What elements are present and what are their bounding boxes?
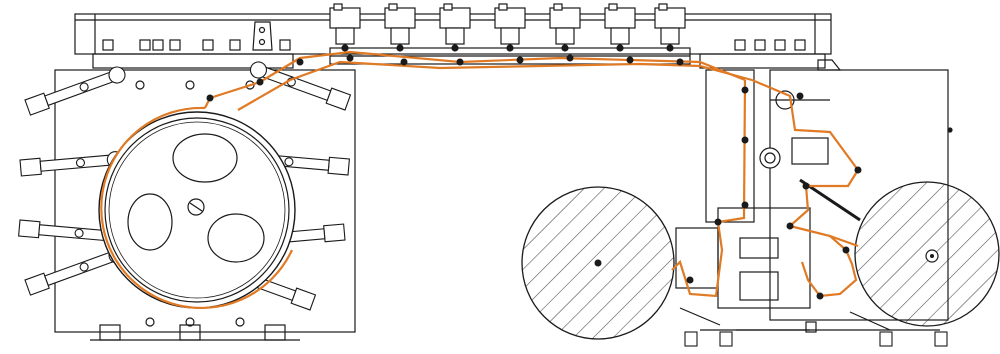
- rewind-reel: [854, 181, 1000, 327]
- drive-motors: [329, 3, 686, 52]
- drive-motor: [439, 3, 471, 52]
- print-station: [24, 66, 126, 116]
- drive-motor: [329, 3, 361, 52]
- web-path: [100, 50, 860, 309]
- web-rollers: [206, 54, 862, 300]
- rewind-cabinet: [679, 207, 891, 333]
- print-station: [249, 61, 352, 111]
- drive-motor: [604, 3, 636, 52]
- drive-motor: [654, 3, 686, 52]
- print-stations-left: [18, 66, 126, 296]
- drive-motor: [549, 3, 581, 52]
- print-unit-frame: [54, 69, 356, 341]
- unwind-reel: [521, 186, 675, 340]
- drive-motor: [494, 3, 526, 52]
- machine-feet: [684, 331, 948, 347]
- central-impression-drum: [98, 111, 296, 309]
- drive-motor: [384, 3, 416, 52]
